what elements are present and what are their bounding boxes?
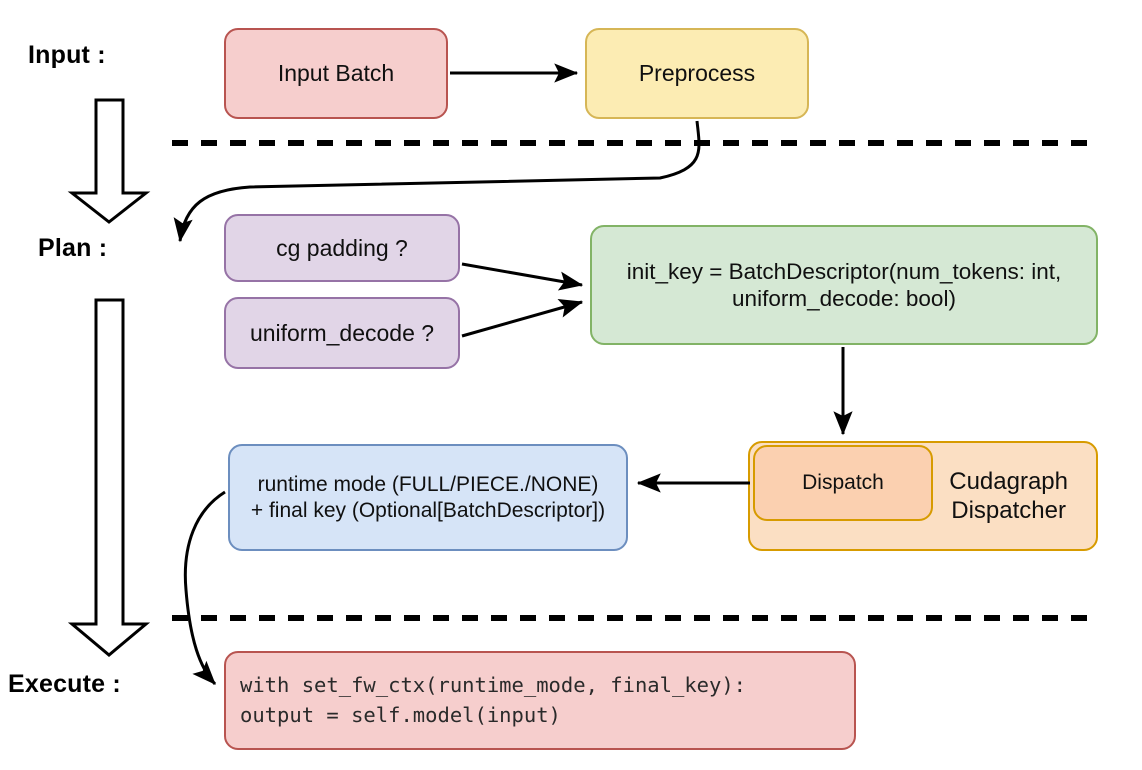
node-init-key[interactable]: init_key = BatchDescriptor(num_tokens: i… bbox=[590, 225, 1098, 345]
node-dispatch-label: Dispatch bbox=[802, 471, 884, 495]
node-cudagraph-dispatcher-label: Cudagraph Dispatcher bbox=[949, 467, 1068, 524]
node-cg-padding[interactable]: cg padding ? bbox=[224, 214, 460, 282]
node-input-batch-label: Input Batch bbox=[277, 60, 395, 87]
edge-cg-padding-to-init-key bbox=[461, 262, 584, 291]
edge-uniform-decode-to-init-key bbox=[461, 298, 584, 338]
node-cg-padding-label: cg padding ? bbox=[276, 234, 408, 261]
node-execute-code[interactable]: with set_fw_ctx(runtime_mode, final_key)… bbox=[224, 651, 856, 750]
stage-label-plan: Plan : bbox=[38, 234, 108, 262]
node-runtime-mode-label: runtime mode (FULL/PIECE./NONE) + final … bbox=[250, 472, 606, 522]
node-dispatch[interactable]: Dispatch bbox=[753, 445, 933, 521]
node-init-key-label: init_key = BatchDescriptor(num_tokens: i… bbox=[626, 258, 1062, 311]
stage-label-input: Input : bbox=[28, 41, 106, 69]
node-execute-code-label: with set_fw_ctx(runtime_mode, final_key)… bbox=[240, 673, 747, 727]
node-uniform-decode[interactable]: uniform_decode ? bbox=[224, 297, 460, 369]
node-preprocess[interactable]: Preprocess bbox=[585, 28, 809, 119]
node-input-batch[interactable]: Input Batch bbox=[224, 28, 448, 119]
plan-to-execute-block-arrow bbox=[67, 298, 151, 657]
node-uniform-decode-label: uniform_decode ? bbox=[249, 319, 435, 346]
edge-runtime-mode-to-execute-code bbox=[183, 490, 226, 686]
node-runtime-mode[interactable]: runtime mode (FULL/PIECE./NONE) + final … bbox=[228, 444, 628, 551]
node-preprocess-label: Preprocess bbox=[638, 60, 756, 87]
input-to-plan-block-arrow bbox=[67, 98, 151, 224]
stage-label-execute: Execute : bbox=[8, 670, 121, 698]
